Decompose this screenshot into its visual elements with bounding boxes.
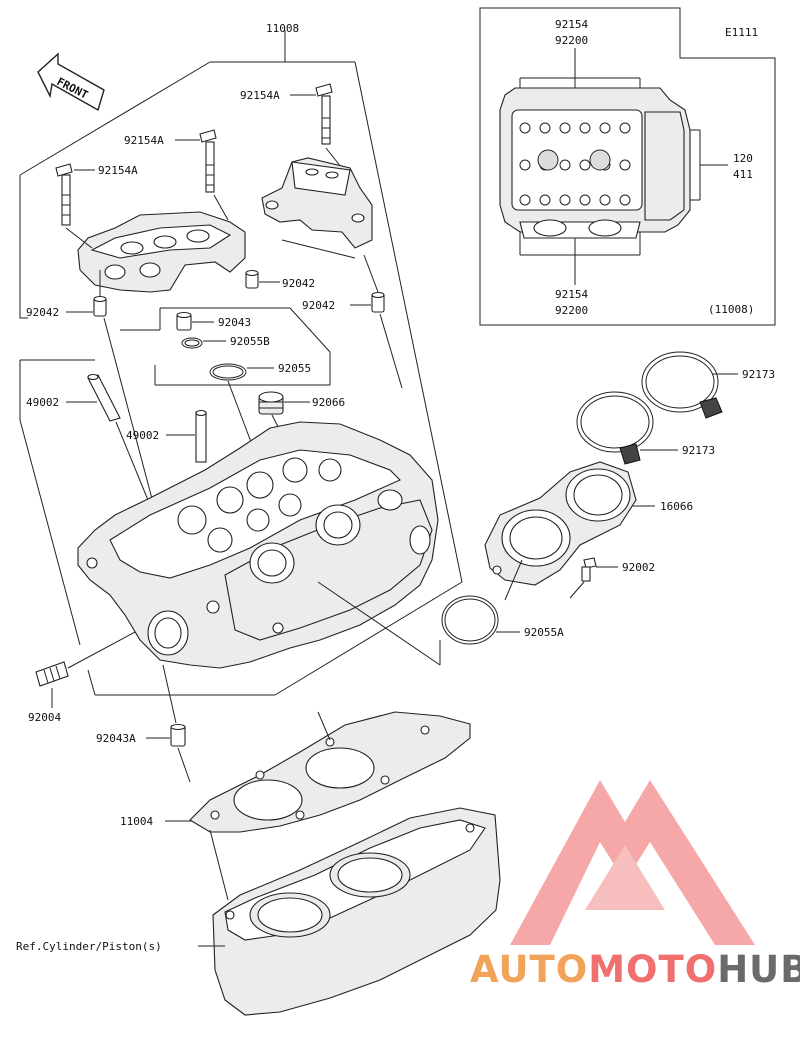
brand-word-auto: AUTO (470, 948, 589, 991)
bolt-92154a-left (55, 163, 95, 226)
label-49002-left: 49002 (26, 396, 59, 409)
inset-top-a: 92154 (555, 18, 588, 31)
inset-bolt-icon (579, 159, 591, 171)
label-92154a-middle: 92154A (124, 134, 164, 147)
inset-bolt-icon (619, 194, 631, 206)
label-92173-lower: 92173 (682, 444, 715, 457)
dowel-92043a (146, 664, 191, 783)
inset-bolt-icon (539, 194, 551, 206)
stud-92004 (35, 631, 136, 708)
intake-holder-16066 (484, 461, 655, 601)
inset-top-b: 92200 (555, 34, 588, 47)
watermark-brand-text: AUTOMOTOHUB (470, 948, 800, 991)
inset-bolt-icon (579, 122, 591, 134)
inset-bolt-icon (559, 194, 571, 206)
label-92043: 92043 (218, 316, 251, 329)
inset-bolt-icon (519, 159, 531, 171)
inset-bottom-b: 92200 (555, 304, 588, 317)
inset-bottom-a: 92154 (555, 288, 588, 301)
label-92042-left: 92042 (26, 306, 59, 319)
label-92055a: 92055A (524, 626, 564, 639)
o-ring-92055 (209, 363, 274, 451)
clamp-92173-lower (576, 391, 678, 465)
label-92066: 92066 (312, 396, 345, 409)
head-gasket-11004 (165, 711, 471, 901)
label-92002: 92002 (622, 561, 655, 574)
inset-ref: (11008) (708, 303, 754, 316)
label-49002-right: 49002 (126, 429, 159, 442)
inset-bolt-icon (579, 194, 591, 206)
o-ring-92055a (317, 581, 520, 666)
label-92043a: 92043A (96, 732, 136, 745)
bolt-92154a-middle (175, 129, 217, 193)
valve-guide-49002-right (166, 409, 207, 463)
label-11004: 11004 (120, 815, 153, 828)
label-92154a-left: 92154A (98, 164, 138, 177)
label-11008: 11008 (266, 22, 299, 35)
inset-bolt-icon (619, 159, 631, 171)
o-ring-92055b (181, 337, 226, 349)
callout-labels: 11008 92154A 92154A 92154A 92042 92042 9… (16, 22, 775, 953)
label-16066: 16066 (660, 500, 693, 513)
cylinder-head (77, 421, 439, 669)
bolt-92154a-top (290, 83, 346, 173)
label-92173-upper: 92173 (742, 368, 775, 381)
label-92042-right: 92042 (302, 299, 335, 312)
inset-bolt-icon (539, 122, 551, 134)
dowel-92042-middle (245, 269, 280, 289)
brand-word-moto: MOTO (588, 948, 718, 991)
inset-panel: E1111 92154 92200 92154 92200 120 411 (1… (479, 7, 776, 326)
inset-bolt-icon (519, 194, 531, 206)
camshaft-cap-left (65, 194, 246, 293)
inset-bolt-icon (559, 159, 571, 171)
label-92055b: 92055B (230, 335, 270, 348)
label-92004: 92004 (28, 711, 61, 724)
bolt-92002 (569, 557, 618, 599)
watermark-logo (510, 780, 755, 945)
camshaft-cap-right (261, 157, 379, 293)
inset-bolt-icon (559, 122, 571, 134)
front-arrow-icon: FRONT (37, 52, 105, 112)
inset-plug-icon (589, 149, 611, 171)
valve-guide-49002-left (66, 373, 151, 506)
dowel-92043 (176, 311, 214, 331)
label-92055: 92055 (278, 362, 311, 375)
inset-bolt-icon (599, 122, 611, 134)
label-92154a-top: 92154A (240, 89, 280, 102)
inset-code: E1111 (725, 26, 758, 39)
dowel-92042-left (66, 270, 156, 511)
label-ref-cylinder: Ref.Cylinder/Piston(s) (16, 940, 162, 953)
inset-right-b: 411 (733, 168, 753, 181)
label-92042-middle: 92042 (282, 277, 315, 290)
inset-plug-icon (537, 149, 559, 171)
dowel-92042-right (350, 291, 403, 389)
inset-bolt-icon (619, 122, 631, 134)
cylinder-block-ref (198, 807, 501, 1016)
assembly-frame-lines (19, 30, 463, 696)
plug-92066 (258, 391, 310, 451)
cylinder-head-top-view (499, 87, 691, 239)
inset-right-a: 120 (733, 152, 753, 165)
clamp-92173-upper (641, 351, 738, 419)
inset-bolt-icon (599, 194, 611, 206)
inset-bolt-icon (519, 122, 531, 134)
brand-word-hub: HUB (717, 948, 800, 991)
